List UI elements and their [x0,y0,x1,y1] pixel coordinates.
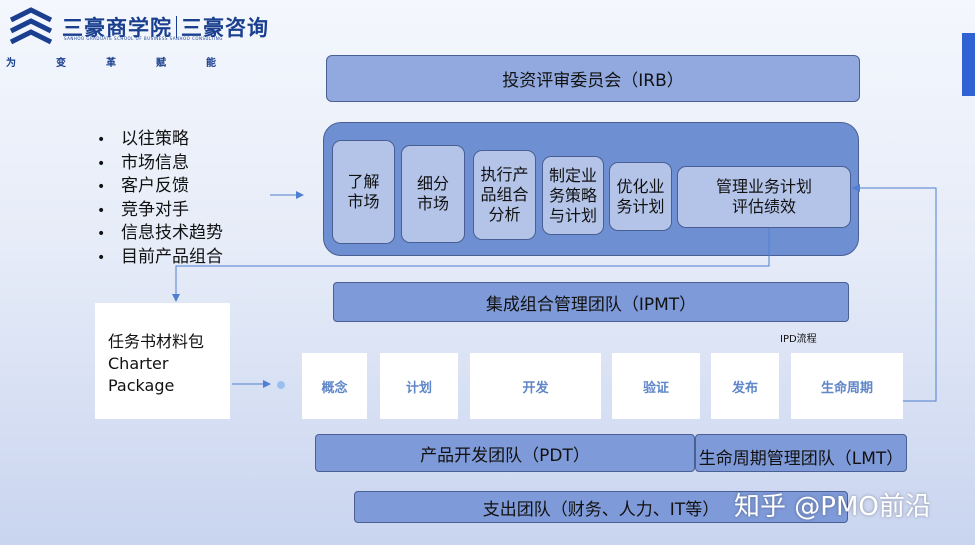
slogan-char: 变 [56,58,66,69]
charter-line: 任务书材料包 [108,332,205,351]
phase-launch: 发布 [711,353,779,419]
phase-concept: 概念 [302,353,367,419]
input-item: 信息技术趋势 [97,222,223,246]
flow-dot-icon [277,381,285,389]
charter-package-box: 任务书材料包 Charter Package [95,303,230,419]
slogan-char: 能 [206,58,216,69]
watermark: 知乎 @PMO前沿 [734,492,931,522]
phase-plan: 计划 [380,353,458,419]
phase-verify: 验证 [612,353,700,419]
step-optimize-plan: 优化业 务计划 [609,162,672,231]
input-item: 以往策略 [97,128,223,152]
input-list: 以往策略 市场信息 客户反馈 竞争对手 信息技术趋势 目前产品组合 [97,128,223,269]
slogan-char: 赋 [156,58,166,69]
slogan: 为 变 革 赋 能 [6,54,216,69]
step-understand-market: 了解 市场 [332,140,395,244]
step-business-strategy: 制定业 务策略 与计划 [542,156,604,235]
pdt-box: 产品开发团队（PDT） [315,434,695,472]
input-item: 竞争对手 [97,199,223,223]
logo-name-consulting: 三豪咨询 [181,16,269,40]
charter-line: Charter [108,354,169,373]
logo-name-school: 三豪商学院 [62,16,172,40]
phase-lifecycle: 生命周期 [791,353,903,419]
logo-icon [9,7,53,45]
input-item: 客户反馈 [97,175,223,199]
input-item: 市场信息 [97,152,223,176]
phase-develop: 开发 [470,353,601,419]
logo-name: 三豪商学院三豪咨询 [62,12,269,42]
expense-team-box: 支出团队（财务、人力、IT等） [354,491,848,523]
logo-subtitle: SANHOO GRADUATE SCHOOL OF BUSINESS SANHO… [64,36,223,41]
step-manage-plan: 管理业务计划 评估绩效 [677,166,851,228]
slogan-char: 革 [106,58,116,69]
scroll-indicator[interactable] [962,33,975,96]
step-portfolio-analysis: 执行产 品组合 分析 [473,150,536,240]
input-item: 目前产品组合 [97,246,223,270]
charter-line: Package [108,376,175,395]
slogan-char: 为 [6,58,16,69]
ipmt-box: 集成组合管理团队（IPMT） [333,282,849,322]
logo-divider [176,16,177,38]
ipd-label: IPD流程 [780,334,817,345]
lmt-box: 生命周期管理团队（LMT） [695,434,907,472]
irb-box: 投资评审委员会（IRB） [326,55,860,102]
step-segment-market: 细分 市场 [401,145,465,243]
